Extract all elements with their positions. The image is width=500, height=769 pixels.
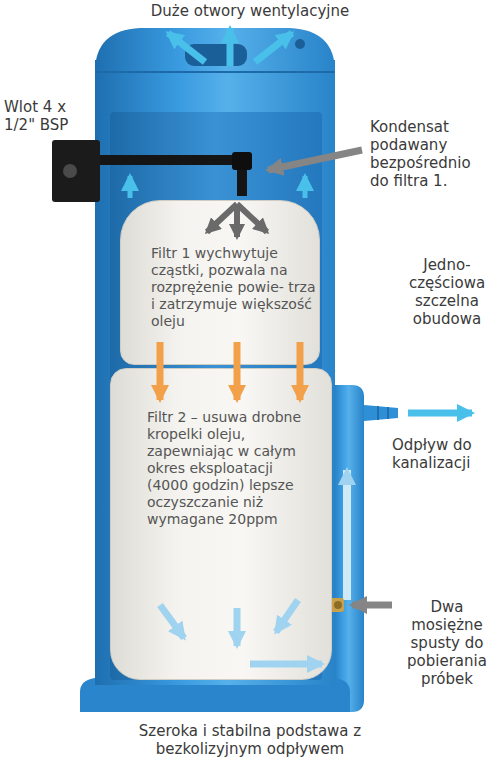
filter-bag: Filtr 1 wychwytuje cząstki, pozwala na r… <box>120 200 320 365</box>
air-arrow <box>303 176 308 198</box>
callout-arrow <box>268 150 362 170</box>
callout-label: Szeroka i stabilna podstawa z bezkolizyj… <box>127 722 373 758</box>
callout-label: Dwa mosiężne spusty do pobierania próbek <box>396 598 498 688</box>
callout-label: Odpływ do kanalizacji <box>392 436 498 472</box>
inlet-label: Wlot 4 x 1/2" BSP <box>4 98 99 134</box>
drain-nozzle <box>364 405 398 421</box>
callout-label: Duże otwory wentylacyjne <box>100 2 400 20</box>
callout-label: Jedno- częściowa szczelna obudowa <box>396 256 498 328</box>
outflow-arrow <box>408 410 472 417</box>
callout-label: Kondensat podawany bezpośrednio do filtr… <box>370 118 488 190</box>
drain-pipe <box>330 385 364 712</box>
housing-cap <box>95 28 335 72</box>
inflow-arrow <box>207 204 237 232</box>
air-arrow <box>128 176 133 198</box>
callout-arrow <box>352 602 392 609</box>
water-arrow <box>234 608 241 646</box>
water-arrow <box>250 661 322 668</box>
water-arrow <box>160 605 184 638</box>
vent-arrow <box>227 28 234 66</box>
inlet-port <box>63 164 77 178</box>
vent-arrow <box>168 33 205 62</box>
pipe-elbow <box>232 152 252 170</box>
oil-arrow <box>157 342 164 400</box>
water-arrow <box>343 470 351 600</box>
cap-seam <box>95 71 335 73</box>
filter-description: Filtr 2 – usuwa drobne kropelki oleju, z… <box>147 409 317 528</box>
water-arrow <box>276 600 298 632</box>
oil-arrow <box>234 342 241 400</box>
vent-arrow <box>255 33 292 62</box>
nozzle-ridges <box>378 406 388 420</box>
oil-arrow <box>297 342 304 400</box>
filter-description: Filtr 1 wychwytuje cząstki, pozwala na r… <box>151 245 319 330</box>
inflow-arrow <box>237 204 267 232</box>
filter-bag: Filtr 2 – usuwa drobne kropelki oleju, z… <box>110 368 332 680</box>
valve-knob <box>334 601 342 609</box>
inlet-block <box>52 140 100 202</box>
inlet-pipe <box>100 160 242 196</box>
housing-body <box>95 60 335 685</box>
cap-screw <box>295 39 305 49</box>
